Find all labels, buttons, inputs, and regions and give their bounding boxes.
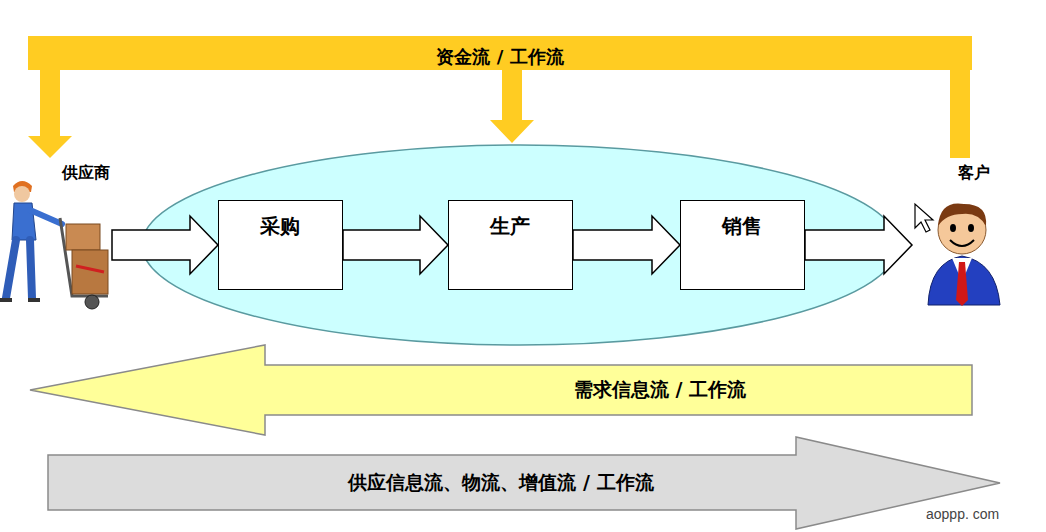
- process-box: 销售: [680, 200, 805, 290]
- node-text: 生产: [490, 215, 530, 238]
- mouse-cursor: [915, 204, 933, 232]
- supplier-figure: [0, 181, 108, 309]
- node-text: 资金流 / 工作流: [436, 47, 563, 68]
- funds-band: 资金流 / 工作流: [28, 36, 972, 70]
- supplier-actor: 供应商: [4, 158, 112, 312]
- demand-flow-arrow: 需求信息流 / 工作流: [28, 343, 974, 437]
- arrow-outline: [48, 437, 1000, 529]
- customer-figure: [928, 203, 1000, 306]
- customer-actor: 客户: [912, 158, 1010, 310]
- process-flow-arrow: [112, 216, 218, 274]
- funds-down-arrow: [490, 70, 534, 143]
- arrow-outline: [30, 345, 972, 435]
- node-text: 客户: [958, 164, 990, 182]
- arrow-shape: [28, 343, 974, 437]
- process-flow-arrow: [573, 216, 680, 274]
- funds-flow-arrow: [950, 70, 970, 158]
- process-flow-arrow: [343, 216, 448, 274]
- process-box: 生产: [448, 200, 573, 290]
- node-text: 供应信息流、物流、增值流 / 工作流: [348, 472, 653, 494]
- node-text: 销售: [722, 215, 762, 238]
- node-text: 供应商: [62, 164, 110, 182]
- company-ellipse: [142, 145, 898, 345]
- supply-flow-arrow: 供应信息流、物流、增值流 / 工作流: [46, 436, 1002, 530]
- process-box: 采购: [218, 200, 343, 290]
- node-text: 采购: [260, 215, 300, 238]
- watermark: aoppp. com: [926, 506, 999, 522]
- process-flow-arrow: [805, 216, 912, 274]
- node-text: 需求信息流 / 工作流: [574, 379, 746, 401]
- funds-flow-arrow: [28, 70, 72, 158]
